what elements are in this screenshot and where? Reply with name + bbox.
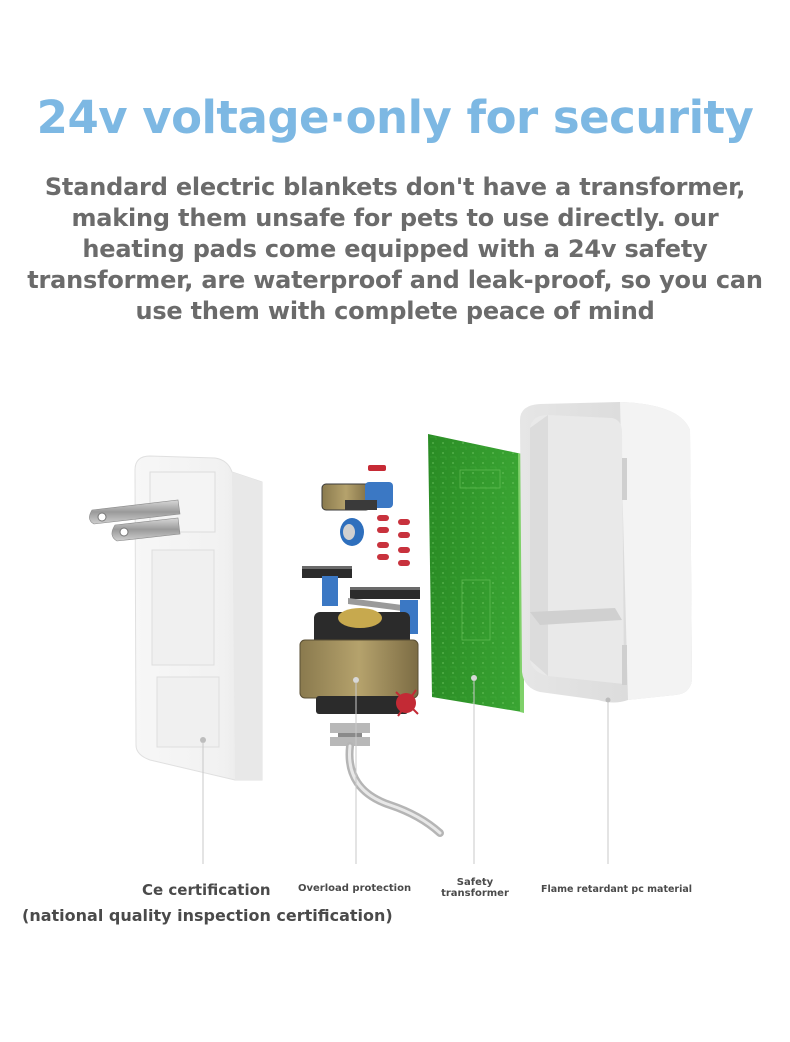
callout-flame-retardant: Flame retardant pc material [541,884,693,895]
callout-overload-protection: Overload protection [298,883,412,894]
page-title: 24v voltage·only for security [36,91,754,144]
callout-safety-transformer: Safety transformer [441,877,509,899]
callout-leader-lines [202,680,609,864]
plug-housing [89,455,263,781]
description-text: Standard electric blankets don't have a … [27,173,763,325]
callout-ce-certification-sub: (national quality inspection certificati… [22,906,393,925]
circuit-board [428,434,524,713]
overload-protection-parts [302,465,420,634]
flame-retardant-shell [520,402,692,703]
transformer-coil [299,608,419,717]
power-cable [330,723,444,837]
exploded-product-illustration [89,402,692,864]
callout-ce-certification: Ce certification [142,881,271,899]
